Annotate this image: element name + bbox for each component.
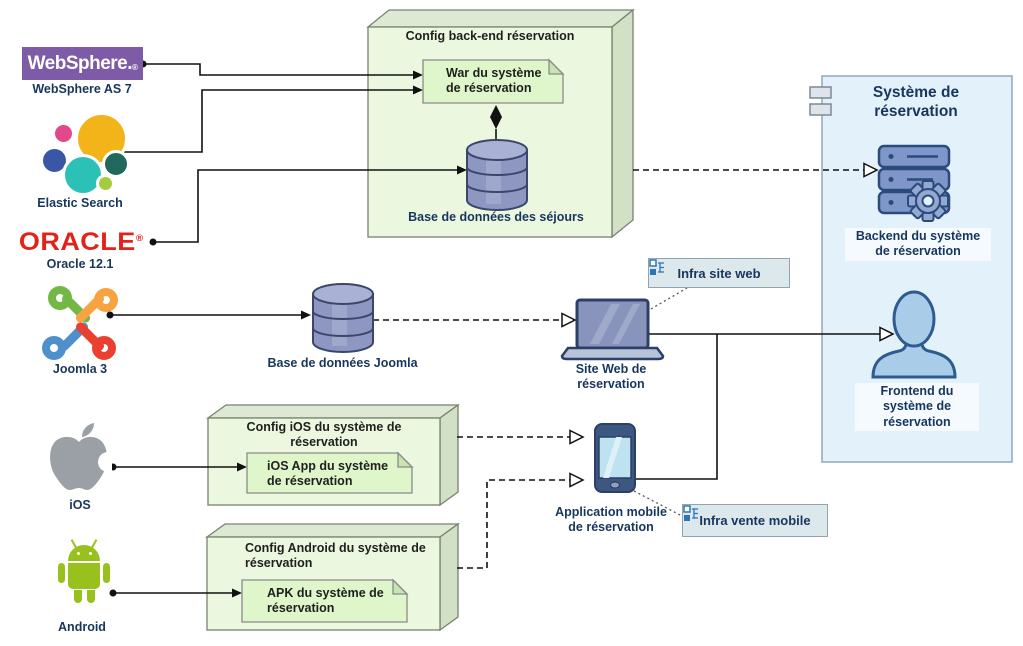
android-body	[68, 563, 100, 589]
ios-label: iOS	[69, 498, 91, 512]
edge-oracle-db[interactable]	[153, 169, 457, 243]
elastic-label: Elastic Search	[37, 196, 123, 210]
android-label: Android	[58, 620, 106, 634]
app-mobile-label: Application mobile de réservation	[555, 505, 667, 535]
artifact-ios-label: iOS App du système de réservation	[267, 459, 389, 489]
composition-diamond	[490, 105, 502, 129]
edge-phone-junction[interactable]	[636, 334, 718, 480]
artifact-war-label: War du système de réservation	[446, 66, 542, 96]
android-eye	[77, 552, 80, 555]
database-sejours-label: Base de données des séjours	[408, 210, 584, 224]
node-config-ios-title: Config iOS du système de réservation	[246, 420, 402, 450]
notelink-phone-inframobile[interactable]	[633, 490, 683, 517]
apple-logo[interactable]	[46, 422, 112, 496]
phone-icon[interactable]	[594, 423, 636, 493]
elastic-blob-lime	[96, 174, 115, 193]
android-arm	[58, 563, 65, 583]
artifact-apk-label: APK du système de réservation	[267, 586, 384, 616]
infra-vente-mobile-label: Infra vente mobile	[699, 513, 811, 528]
infra-structure-icon	[649, 259, 664, 275]
joomla-logo[interactable]	[40, 286, 126, 364]
infra-vente-mobile-box[interactable]: Infra vente mobile	[682, 504, 828, 537]
infra-site-web-label: Infra site web	[677, 265, 761, 281]
android-leg	[74, 590, 82, 603]
server-icon[interactable]	[877, 144, 951, 222]
oracle-label: Oracle 12.1	[46, 257, 114, 271]
backend-label: Backend du système de réservation	[845, 228, 991, 261]
laptop-icon[interactable]	[560, 298, 665, 361]
joomla-ring-red	[92, 336, 116, 360]
oracle-logo[interactable]: ORACLE®	[10, 225, 152, 256]
edge-androidbox-phone[interactable]	[457, 479, 570, 569]
edge-elastic-war[interactable]	[120, 89, 414, 153]
site-web-label: Site Web de réservation	[575, 362, 647, 392]
artifact-apk[interactable]	[241, 578, 409, 623]
elastic-blob-pink	[52, 122, 75, 145]
node-config-backend-title: Config back-end réservation	[405, 29, 575, 43]
notelink-laptop-infraweb[interactable]	[650, 287, 688, 310]
joomla-ring-green	[48, 286, 72, 310]
frontend-label: Frontend du système de réservation	[855, 383, 979, 431]
websphere-logo[interactable]: WebSphere.®	[22, 47, 143, 80]
android-eye	[89, 552, 92, 555]
filled-arrowheads	[232, 70, 502, 598]
database-joomla-label: Base de données Joomla	[267, 356, 418, 370]
elastic-search-logo[interactable]	[38, 110, 130, 198]
joomla-ring-blue	[42, 336, 66, 360]
oracle-reg: ®	[135, 233, 144, 244]
artifact-ios-app[interactable]	[246, 451, 414, 494]
database-sejours-icon[interactable]	[466, 139, 528, 211]
android-arm	[103, 563, 110, 583]
database-joomla-icon[interactable]	[312, 283, 374, 353]
joomla-label: Joomla 3	[52, 362, 108, 376]
infra-structure-icon	[683, 505, 698, 521]
android-leg	[87, 590, 95, 603]
android-head	[68, 545, 100, 561]
android-logo[interactable]	[46, 539, 122, 619]
person-icon[interactable]	[871, 290, 957, 379]
component-icon	[809, 86, 832, 116]
websphere-label: WebSphere AS 7	[32, 82, 132, 96]
infra-site-web-box[interactable]: Infra site web	[648, 258, 790, 288]
edge-websphere-war[interactable]	[143, 63, 414, 76]
joomla-ring-orange	[94, 288, 118, 312]
websphere-reg: ®	[132, 63, 138, 72]
node-config-android-title: Config Android du système de réservation	[245, 541, 426, 571]
websphere-wordmark: WebSphere.	[27, 52, 133, 74]
oracle-wordmark: ORACLE	[18, 227, 136, 256]
elastic-blob-green	[102, 150, 130, 178]
open-arrowheads	[561, 162, 895, 488]
artifact-war[interactable]	[422, 58, 565, 104]
panel-title: Système de réservation	[872, 84, 960, 120]
gear-icon	[907, 180, 949, 222]
